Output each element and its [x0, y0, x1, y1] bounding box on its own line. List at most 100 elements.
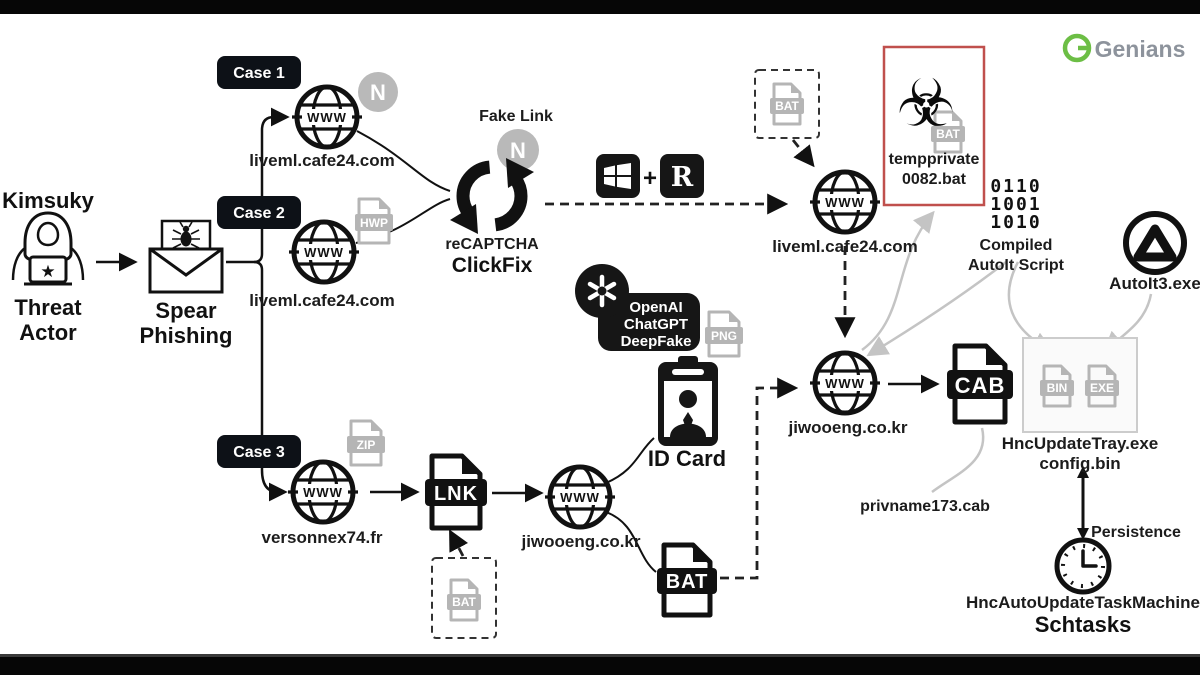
case1-badge: Case 1 [217, 56, 301, 89]
case2-badge-label: Case 2 [233, 205, 285, 222]
persistence-arrow [1077, 466, 1089, 540]
globe-www-label: WWW [825, 195, 865, 210]
autoit-label: AutoIt3.exe [1109, 274, 1200, 293]
compiled-caption-1: Compiled [980, 237, 1053, 254]
solid-connectors [96, 107, 940, 573]
png-label: PNG [711, 329, 737, 343]
autoit-logo-icon [1123, 211, 1187, 275]
brand-name: Genians [1095, 36, 1186, 62]
bat-black-file-icon: BAT [657, 542, 717, 618]
chatgpt-node: OpenAI ChatGPT DeepFake [575, 264, 700, 351]
fake-link-label: Fake Link [479, 108, 553, 125]
biohazard-icon: ☣ [896, 65, 955, 142]
phishing-label-2: Phishing [140, 323, 233, 348]
clickfix-label: ClickFix [452, 254, 533, 277]
idcard-label: ID Card [648, 446, 726, 471]
naver-n-icon: N [510, 138, 526, 163]
exe-label: EXE [1090, 381, 1114, 395]
phishing-mail-icon [148, 219, 224, 294]
compiled-caption-2: AutoIt Script [968, 257, 1065, 274]
temp-bat-name-1: tempprivate [889, 151, 980, 168]
hacker-icon: ★ [11, 211, 85, 286]
actor-title: Kimsuky [2, 188, 94, 213]
hnc-file-2: config.bin [1039, 454, 1120, 473]
globe-www-label: WWW [303, 485, 343, 500]
hwp-file-icon: HWP [355, 197, 393, 245]
zip-label: ZIP [357, 438, 376, 452]
chatgpt-line-3: DeepFake [621, 333, 692, 350]
globe-case1-icon: WWW [292, 84, 362, 150]
r-key-label: R [671, 162, 694, 193]
globe-jiwooeng-bottom-domain: jiwooeng.co.kr [520, 532, 640, 551]
bat-label: BAT [936, 127, 960, 141]
cab-filename: privname173.cab [860, 498, 990, 515]
windows-key-icon [596, 154, 640, 198]
schtasks-task-name: HncAutoUpdateTaskMachine [966, 593, 1200, 612]
bat-label: BAT [775, 99, 799, 113]
zip-file-icon: ZIP [347, 419, 385, 467]
persistence-label: Persistence [1091, 524, 1181, 541]
chatgpt-line-2: ChatGPT [624, 316, 688, 333]
binary-line-1: 0110 [990, 176, 1041, 197]
exe-file-icon: EXE [1085, 364, 1119, 408]
cab-label: CAB [955, 373, 1006, 398]
globe-case2-icon: WWW [289, 219, 359, 285]
globe-www-label: WWW [825, 376, 865, 391]
r-key-icon: R [660, 154, 704, 198]
globe-redirect-domain: liveml.cafe24.com [772, 237, 918, 256]
bat-label: BAT [452, 595, 476, 609]
compiled-script-node: 0110 1001 1010 Compiled AutoIt Script [968, 176, 1065, 274]
globe-redirect-icon: WWW [810, 169, 880, 235]
bat-bubble-bottom: BAT [431, 557, 497, 639]
globe-jiwooeng-right-domain: jiwooeng.co.kr [787, 418, 907, 437]
hwp-label: HWP [360, 216, 388, 230]
bat-gray-file-icon: BAT [770, 82, 804, 126]
plus-sign: + [643, 165, 657, 192]
globe-case2-domain: liveml.cafe24.com [249, 291, 395, 310]
lnk-file-icon: LNK [425, 453, 487, 531]
recaptcha-label: reCAPTCHA [445, 236, 539, 253]
case2-badge: Case 2 [217, 196, 301, 229]
schtasks-label: Schtasks [1035, 612, 1132, 637]
bat-gray-file-icon: BAT [931, 110, 965, 154]
lnk-label: LNK [434, 483, 478, 505]
png-file-icon: PNG [705, 310, 743, 358]
globe-jiwooeng-bottom-icon: WWW [545, 464, 615, 530]
id-card-icon [658, 356, 718, 446]
hnc-file-1: HncUpdateTray.exe [1002, 434, 1159, 453]
case1-badge-label: Case 1 [233, 65, 285, 82]
actor-label-1: Threat [14, 295, 82, 320]
recaptcha-cycle-icon [450, 158, 534, 234]
bat-gray-file-icon: BAT [447, 578, 481, 622]
bat-bubble-top: BAT [754, 69, 820, 139]
bin-label: BIN [1047, 381, 1068, 395]
case3-badge-label: Case 3 [233, 444, 285, 461]
phishing-label-1: Spear [155, 298, 217, 323]
globe-case1-domain: liveml.cafe24.com [249, 151, 395, 170]
cab-file-icon: CAB [947, 343, 1013, 425]
binary-line-3: 1010 [990, 212, 1041, 233]
naver-n-icon: N [370, 80, 386, 105]
globe-case3-domain: versonnex74.fr [262, 528, 383, 547]
clock-icon [1054, 537, 1112, 595]
dropped-files-box: BIN EXE [1022, 337, 1138, 433]
globe-www-label: WWW [560, 490, 600, 505]
actor-label-2: Actor [19, 320, 77, 345]
laptop-star-icon: ★ [40, 262, 55, 282]
dashed-connectors [449, 139, 856, 580]
globe-www-label: WWW [304, 245, 344, 260]
bottom-divider [0, 654, 1200, 657]
globe-case3-icon: WWW [288, 459, 358, 525]
globe-www-label: WWW [307, 110, 347, 125]
case3-badge: Case 3 [217, 435, 301, 468]
openai-logo-icon [575, 264, 629, 318]
temp-bat-name-2: 0082.bat [902, 171, 967, 188]
bin-file-icon: BIN [1040, 364, 1074, 408]
malware-highlight-box: BAT ☣ tempprivate 0082.bat [882, 45, 986, 207]
bug-icon [172, 221, 200, 249]
naver-badge-case1: N [358, 72, 398, 112]
chatgpt-line-1: OpenAI [629, 299, 682, 316]
binary-line-2: 1001 [990, 194, 1041, 215]
